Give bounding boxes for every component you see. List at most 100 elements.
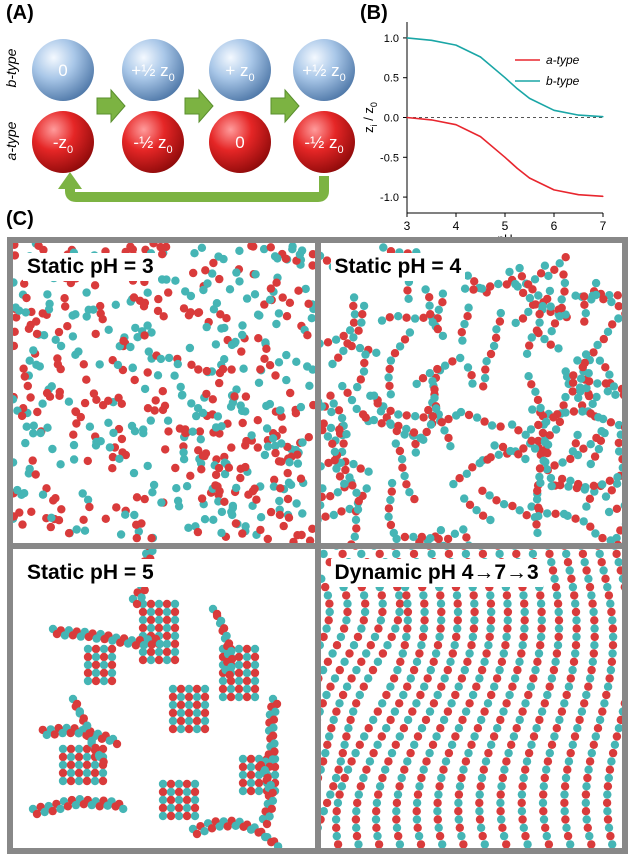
particle xyxy=(359,367,368,376)
particle xyxy=(375,781,384,790)
legend-label-a-type: a-type xyxy=(546,53,580,67)
particle xyxy=(523,280,532,289)
particle xyxy=(454,789,463,799)
particle xyxy=(474,798,483,807)
particle xyxy=(50,729,59,739)
particle xyxy=(391,549,400,558)
particle xyxy=(447,740,456,749)
particle xyxy=(533,420,542,430)
particle xyxy=(590,452,599,461)
particle xyxy=(580,557,589,566)
particle xyxy=(453,607,462,616)
particle xyxy=(146,416,155,425)
particle xyxy=(393,831,402,840)
particle xyxy=(162,607,172,616)
particle xyxy=(600,363,609,372)
particle xyxy=(486,607,495,616)
particle xyxy=(509,731,518,741)
particle xyxy=(385,364,394,374)
forward-arrow-icon-3 xyxy=(270,88,300,124)
particle xyxy=(250,676,260,685)
particle xyxy=(201,266,210,275)
particle xyxy=(583,574,593,583)
particle xyxy=(344,473,354,482)
particle xyxy=(395,446,404,456)
particle xyxy=(242,668,252,677)
particle xyxy=(190,811,200,820)
particle xyxy=(455,353,464,363)
particle xyxy=(116,530,126,539)
particle xyxy=(589,623,599,633)
particle xyxy=(172,484,181,493)
particle xyxy=(453,806,462,815)
particle xyxy=(74,760,84,769)
particle xyxy=(440,361,449,370)
simulation-tile-1: Static pH = 3 xyxy=(13,243,315,543)
particle xyxy=(620,310,622,317)
particle xyxy=(170,639,180,648)
particle xyxy=(589,648,598,658)
particle xyxy=(391,814,400,824)
particle xyxy=(463,271,472,280)
particle xyxy=(501,756,511,766)
x-axis-label: pH xyxy=(497,232,512,240)
particle xyxy=(601,492,610,501)
particle xyxy=(457,336,467,345)
particle xyxy=(414,831,423,840)
particle xyxy=(438,331,447,341)
particle xyxy=(478,382,487,391)
particle xyxy=(267,804,276,813)
particle xyxy=(352,798,361,807)
particle xyxy=(568,371,577,380)
particle xyxy=(512,665,522,674)
particle xyxy=(378,243,387,252)
particle xyxy=(348,459,358,469)
particle xyxy=(469,277,478,286)
particle xyxy=(214,497,223,506)
particle xyxy=(586,665,596,674)
particle xyxy=(486,740,495,749)
particle xyxy=(320,501,324,510)
particle xyxy=(372,798,381,807)
particle xyxy=(546,302,555,311)
particle xyxy=(78,489,87,498)
particle xyxy=(234,644,244,653)
particle xyxy=(168,700,178,709)
particle xyxy=(271,371,280,380)
particle xyxy=(236,473,245,483)
particle xyxy=(530,444,539,453)
particle xyxy=(170,647,180,656)
particle xyxy=(176,724,186,733)
particle xyxy=(603,814,612,824)
particle xyxy=(471,682,480,691)
particle xyxy=(536,599,545,608)
particle xyxy=(412,814,421,824)
x-tick-label-3: 5 xyxy=(502,219,509,233)
particle xyxy=(495,422,505,431)
particle xyxy=(80,398,90,408)
particle xyxy=(211,470,221,480)
particle xyxy=(192,708,202,717)
particle xyxy=(371,348,380,357)
particle xyxy=(598,295,608,304)
particle xyxy=(355,690,364,699)
particle xyxy=(361,765,371,774)
particle xyxy=(618,574,622,583)
particle xyxy=(320,425,326,435)
particle xyxy=(443,534,452,543)
a-type-ball-4-label: -½ z0 xyxy=(304,133,343,156)
particle xyxy=(424,748,434,757)
particle xyxy=(295,250,305,259)
particle xyxy=(467,463,476,472)
particle xyxy=(326,407,336,417)
particle xyxy=(176,700,186,709)
particle xyxy=(127,421,137,431)
particle xyxy=(347,395,356,405)
particle xyxy=(99,757,108,766)
particle xyxy=(361,648,370,658)
particle xyxy=(79,515,88,524)
simulation-tile-2: Static pH = 4 xyxy=(320,243,622,543)
particle xyxy=(373,657,382,666)
particle xyxy=(528,673,537,683)
particle xyxy=(333,488,342,497)
